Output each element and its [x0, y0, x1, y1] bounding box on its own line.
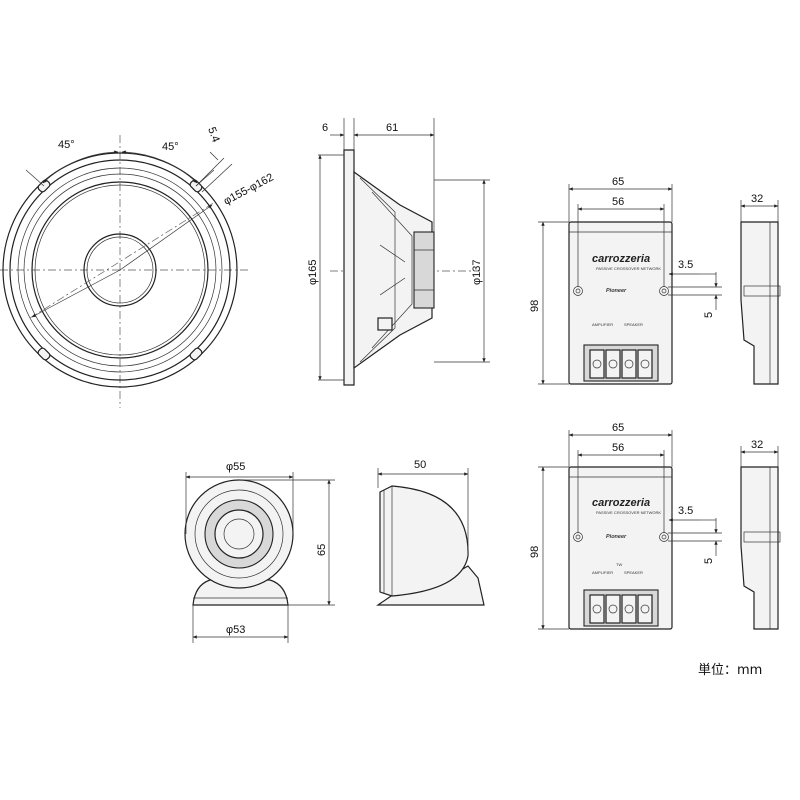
crossover-bottom-hole-dia-label: 3.5	[678, 505, 693, 517]
crossover-bottom-tw-label: TW	[616, 562, 622, 567]
unit-note: 単位：mm	[698, 663, 763, 678]
crossover-bottom-brand: carrozzeria	[592, 497, 650, 509]
woofer-flange-dim-label: 6	[322, 122, 328, 134]
tweeter-side-view: 50	[376, 459, 485, 606]
crossover-top-hole-dia-label: 3.5	[678, 259, 693, 271]
crossover-top-subtitle: PASSIVE CROSSOVER NETWORK	[596, 266, 661, 271]
woofer-outer-dia-label: φ165	[307, 260, 319, 286]
crossover-bottom-side: 32	[740, 439, 781, 630]
crossover-top-spk-label: SPEAKER	[624, 322, 643, 327]
tweeter-height-label: 65	[316, 544, 328, 556]
woofer-depth-dim-label: 61	[386, 122, 398, 134]
crossover-top-hole-pitch-label: 56	[612, 196, 624, 208]
woofer-bolt-circle-label: φ155-φ162	[222, 171, 276, 207]
crossover-bottom-thickness-label: 32	[751, 439, 763, 451]
woofer-slot-width-label: 5.4	[205, 126, 222, 144]
crossover-bottom-front: carrozzeria PASSIVE CROSSOVER NETWORK Pi…	[529, 422, 722, 630]
crossover-top-width-label: 65	[612, 176, 624, 188]
crossover-bottom-hole-pitch-label: 56	[612, 442, 624, 454]
crossover-top-brand: carrozzeria	[592, 253, 650, 265]
woofer-front-view: 45° 45° 5.4 φ155-φ162	[0, 126, 276, 408]
crossover-top-maker: Pioneer	[606, 288, 627, 294]
tweeter-depth-label: 50	[414, 459, 426, 471]
crossover-bottom-subtitle: PASSIVE CROSSOVER NETWORK	[596, 510, 661, 515]
crossover-bottom-height-label: 98	[529, 546, 541, 558]
crossover-bottom-amp-label: AMPLIFIER	[592, 570, 613, 575]
crossover-top-side: 32	[740, 193, 781, 385]
crossover-bottom-maker: Pioneer	[606, 534, 627, 540]
woofer-side-view: 6 61 φ165 φ137	[307, 118, 490, 386]
crossover-top-amp-label: AMPLIFIER	[592, 322, 613, 327]
tweeter-top-dia-label: φ55	[226, 461, 245, 473]
woofer-angle-right-label: 45°	[162, 141, 179, 153]
woofer-magnet-dia-label: φ137	[471, 260, 483, 286]
crossover-top-front: carrozzeria PASSIVE CROSSOVER NETWORK Pi…	[529, 176, 722, 385]
crossover-bottom-spk-label: SPEAKER	[624, 570, 643, 575]
crossover-bottom-hole-offset-label: 5	[703, 558, 715, 564]
crossover-bottom-width-label: 65	[612, 422, 624, 434]
tweeter-base-dia-label: φ53	[226, 624, 245, 636]
tweeter-front-view: φ55 65 φ53	[184, 461, 335, 643]
crossover-top-hole-offset-label: 5	[703, 312, 715, 318]
crossover-top-thickness-label: 32	[751, 193, 763, 205]
woofer-angle-left-label: 45°	[58, 139, 75, 151]
crossover-top-height-label: 98	[529, 300, 541, 312]
